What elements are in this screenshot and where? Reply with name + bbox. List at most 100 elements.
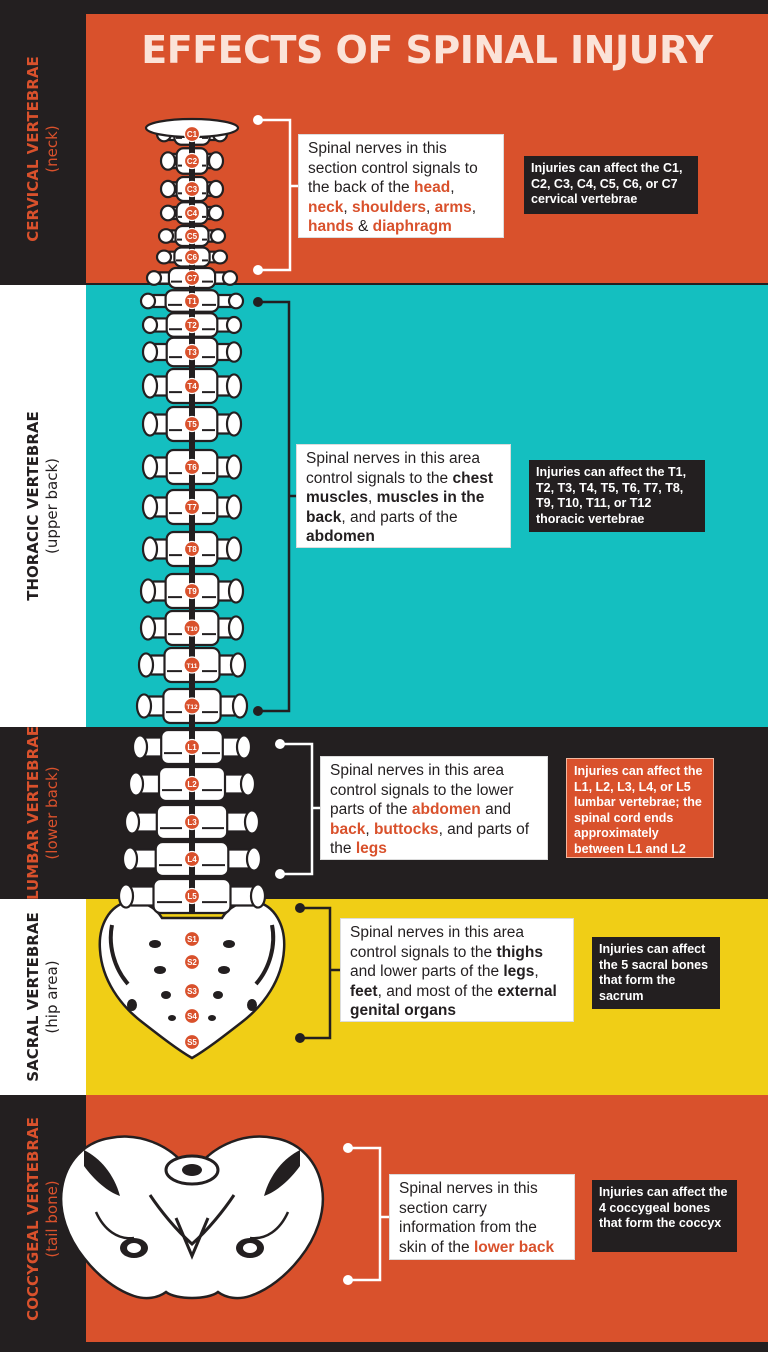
vertebra-l1-badge: L1 [183, 738, 201, 756]
vertebra-label: T9 [187, 587, 197, 596]
info-text: , [534, 963, 539, 980]
sacral-bracket [295, 903, 340, 1043]
vertebra-label: L2 [187, 780, 197, 789]
vertebra-t9-badge: T9 [183, 582, 201, 600]
vertebra-c3-badge: C3 [183, 180, 201, 198]
vertebra-label: T2 [187, 321, 197, 330]
bracket-dot [295, 903, 305, 913]
info-text: Spinal nerves in this section carry info… [399, 1180, 538, 1256]
info-text: , and parts of the [341, 508, 458, 526]
highlight-term: hands [308, 218, 354, 235]
info-text: , [368, 489, 377, 506]
vertebra-t5-badge: T5 [183, 415, 201, 433]
thoracic-info-box: Spinal nerves in this area control signa… [296, 444, 511, 548]
highlight-term: back [330, 820, 366, 838]
info-text: , [343, 198, 352, 216]
vertebra-s1-badge: S1 [183, 930, 201, 948]
bracket-dot [253, 115, 263, 125]
sacral-injury-note: Injuries can affect the 5 sacral bones t… [592, 937, 720, 1009]
sacrum-pelvis-icon [98, 900, 286, 1060]
bold-term: external genital organs [350, 982, 557, 1020]
vertebra-label: T6 [187, 463, 197, 472]
vertebra-t1-badge: T1 [183, 292, 201, 310]
page-title: EFFECTS OF SPINAL INJURY [141, 28, 713, 72]
vertebra-c2-badge: C2 [183, 152, 201, 170]
highlight-term: diaphragm [372, 218, 452, 235]
coccygeal-injury-note: Injuries can affect the 4 coccygeal bone… [592, 1180, 737, 1252]
vertebra-label: T3 [187, 348, 197, 357]
vertebra-t7-badge: T7 [183, 498, 201, 516]
vertebra-label: L1 [187, 743, 197, 752]
vertebra-label: T11 [187, 663, 198, 670]
info-text: Spinal nerves in this section control si… [308, 140, 478, 196]
bracket-dot [275, 869, 285, 879]
vertebra-label: S5 [187, 1038, 197, 1047]
thoracic-injury-note: Injuries can affect the T1, T2, T3, T4, … [529, 460, 705, 532]
vertebra-label: T5 [187, 420, 197, 429]
vertebra-t3-badge: T3 [183, 343, 201, 361]
bold-term: muscles in the back [306, 489, 485, 526]
vertebra-s2-badge: S2 [183, 953, 201, 971]
lumbar-label: LUMBAR VERTEBRAE (lower back) [0, 726, 86, 900]
bracket-dot [295, 1033, 305, 1043]
vertebra-c5-badge: C5 [183, 227, 201, 245]
thoracic-bracket [253, 297, 296, 716]
vertebra-s4-badge: S4 [183, 1007, 201, 1025]
vertebra-l3-badge: L3 [183, 813, 201, 831]
highlight-term: shoulders [351, 198, 427, 216]
bold-term: chest muscles [306, 469, 493, 507]
vertebra-label: T7 [187, 503, 197, 512]
vertebra-label: T1 [187, 297, 197, 306]
vertebra-t12-badge: T12 [183, 697, 201, 715]
bold-term: abdomen [306, 528, 375, 545]
cervical-label: CERVICAL VERTEBRAE (neck) [0, 14, 86, 283]
vertebra-t6-badge: T6 [183, 458, 201, 476]
info-text: and lower parts of the [350, 963, 504, 980]
vertebra-label: C6 [187, 253, 198, 262]
info-text: , and most of the [377, 982, 498, 1000]
bold-term: legs [503, 963, 535, 980]
vertebra-label: C2 [187, 157, 198, 166]
bold-term: feet [350, 982, 378, 1000]
info-text: , [426, 198, 435, 216]
info-text: and [480, 801, 511, 818]
info-text: , and parts of the [330, 820, 530, 858]
vertebra-t2-badge: T2 [183, 316, 201, 334]
vertebra-label: L5 [187, 892, 197, 901]
vertebra-c1-badge: C1 [183, 125, 201, 143]
info-text: , [450, 179, 455, 196]
info-text: Spinal nerves in this area control signa… [306, 450, 481, 487]
vertebra-s5-badge: S5 [183, 1033, 201, 1051]
cervical-injury-note: Injuries can affect the C1, C2, C3, C4, … [524, 156, 698, 214]
bracket-dot [343, 1275, 353, 1285]
vertebra-label: S4 [187, 1012, 197, 1021]
vertebra-t11-badge: T11 [183, 656, 201, 674]
vertebra-c4-badge: C4 [183, 204, 201, 222]
highlight-term: neck [308, 198, 344, 216]
vertebra-t8-badge: T8 [183, 540, 201, 558]
vertebra-label: T8 [187, 545, 197, 554]
sacral-label: SACRAL VERTEBRAE (hip area) [0, 899, 86, 1095]
lumbar-info-box: Spinal nerves in this area control signa… [320, 756, 548, 860]
info-text: Spinal nerves in this area control signa… [330, 762, 514, 818]
coccygeal-info-box: Spinal nerves in this section carry info… [389, 1174, 575, 1260]
pelvis-coccyx-icon [59, 1135, 325, 1300]
coccygeal-bracket [343, 1143, 389, 1285]
bracket-dot [275, 739, 285, 749]
info-text: & [353, 218, 373, 235]
highlight-term: buttocks [373, 820, 439, 838]
highlight-term: arms [434, 198, 472, 216]
vertebra-label: C4 [187, 209, 198, 218]
vertebra-label: T4 [187, 382, 197, 391]
bracket-dot [253, 265, 263, 275]
highlight-term: lower back [473, 1238, 555, 1256]
vertebra-label: T12 [186, 704, 198, 711]
cervical-info-box: Spinal nerves in this section control si… [298, 134, 504, 238]
vertebra-label: L3 [187, 818, 197, 827]
vertebra-t4-badge: T4 [183, 377, 201, 395]
bracket-dot [253, 297, 263, 307]
highlight-term: head [414, 179, 451, 196]
vertebra-label: C7 [187, 274, 198, 283]
